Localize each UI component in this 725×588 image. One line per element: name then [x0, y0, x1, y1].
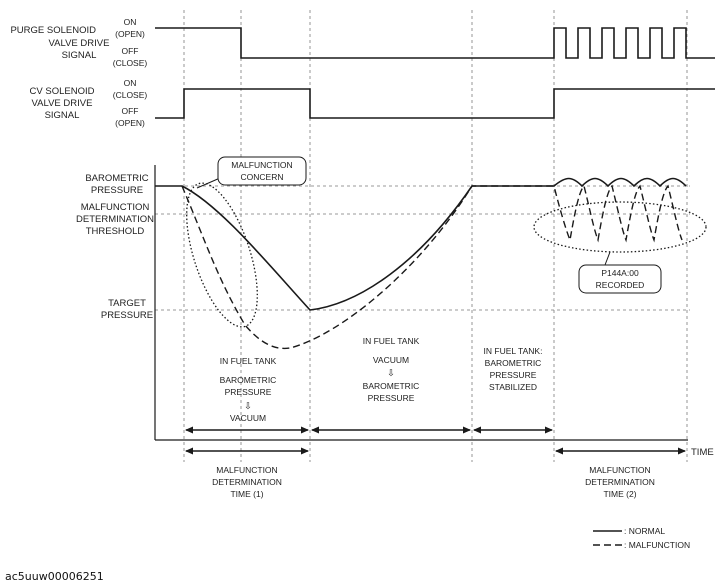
recorded-text-1: P144A:00: [601, 268, 639, 278]
legend-normal: : NORMAL: [624, 526, 665, 536]
phase-1-description: IN FUEL TANK BAROMETRIC PRESSURE ⇩ VACUU…: [220, 356, 277, 423]
svg-text:VACUUM: VACUUM: [230, 413, 266, 423]
target-label-1: TARGET: [108, 298, 146, 309]
pressure-level-labels: BAROMETRIC PRESSURE MALFUNCTION DETERMIN…: [76, 173, 154, 321]
svg-text:IN FUEL TANK: IN FUEL TANK: [220, 356, 277, 366]
svg-text:MALFUNCTION: MALFUNCTION: [589, 465, 650, 475]
recorded-text-2: RECORDED: [596, 280, 645, 290]
axes: TIME: [154, 165, 714, 458]
phase-2-description: IN FUEL TANK VACUUM ⇩ BAROMETRIC PRESSUR…: [363, 336, 420, 403]
svg-text:PRESSURE: PRESSURE: [225, 387, 272, 397]
barometric-label-1: BAROMETRIC: [85, 173, 148, 184]
barometric-label-2: PRESSURE: [91, 185, 143, 196]
malfunction-concern-ellipse: [186, 182, 258, 328]
time-axis-label: TIME: [691, 447, 714, 458]
cv-signal-name-2: VALVE DRIVE: [32, 98, 93, 109]
svg-text:IN FUEL TANK:: IN FUEL TANK:: [484, 346, 543, 356]
svg-text:DETERMINATION: DETERMINATION: [212, 477, 282, 487]
purge-signal-name-1: PURGE SOLENOID: [10, 25, 96, 36]
purge-signal-name-2: VALVE DRIVE: [49, 38, 110, 49]
malfunction-pressure-curve: [181, 184, 683, 350]
svg-text:⇩: ⇩: [244, 401, 252, 412]
cv-off-sub-label: (OPEN): [115, 118, 145, 128]
purge-on-sub-label: (OPEN): [115, 29, 145, 39]
svg-text:⇩: ⇩: [387, 368, 395, 379]
cv-solenoid-signal: CV SOLENOID VALVE DRIVE SIGNAL ON (CLOSE…: [30, 78, 715, 128]
svg-text:DETERMINATION: DETERMINATION: [585, 477, 655, 487]
cv-signal-name-3: SIGNAL: [45, 110, 80, 121]
determination-time-2-label: MALFUNCTION DETERMINATION TIME (2): [585, 465, 655, 499]
svg-text:PRESSURE: PRESSURE: [368, 393, 415, 403]
legend-malfunction: : MALFUNCTION: [624, 540, 690, 550]
threshold-label-2: DETERMINATION: [76, 214, 154, 225]
purge-signal-trace: [155, 27, 715, 59]
normal-pressure-curve: [155, 177, 687, 311]
svg-text:VACUUM: VACUUM: [373, 355, 409, 365]
svg-text:MALFUNCTION: MALFUNCTION: [216, 465, 277, 475]
document-code: ac5uuw00006251: [5, 570, 104, 583]
concern-text-2: CONCERN: [241, 172, 284, 182]
cv-on-label: ON: [124, 78, 137, 88]
purge-off-label: OFF: [122, 46, 139, 56]
dtc-recorded-callout: P144A:00 RECORDED: [578, 251, 662, 294]
phase-span-arrows: [185, 426, 686, 455]
pressure-reference-lines: [155, 185, 690, 311]
concern-text-1: MALFUNCTION: [231, 160, 292, 170]
threshold-label-1: MALFUNCTION: [81, 202, 150, 213]
cv-off-label: OFF: [122, 106, 139, 116]
cv-signal-name-1: CV SOLENOID: [30, 86, 95, 97]
purge-solenoid-signal: PURGE SOLENOID VALVE DRIVE SIGNAL ON (OP…: [10, 17, 715, 68]
purge-on-label: ON: [124, 17, 137, 27]
svg-text:BAROMETRIC: BAROMETRIC: [363, 381, 420, 391]
svg-text:IN FUEL TANK: IN FUEL TANK: [363, 336, 420, 346]
svg-text:STABILIZED: STABILIZED: [489, 382, 537, 392]
target-label-2: PRESSURE: [101, 310, 153, 321]
recorded-region-ellipse: [533, 201, 707, 253]
cv-on-sub-label: (CLOSE): [113, 90, 148, 100]
purge-signal-name-3: SIGNAL: [62, 50, 97, 61]
cv-signal-trace: [155, 88, 715, 119]
phase-3-description: IN FUEL TANK: BAROMETRIC PRESSURE STABIL…: [484, 346, 543, 392]
svg-text:BAROMETRIC: BAROMETRIC: [485, 358, 542, 368]
determination-time-1-label: MALFUNCTION DETERMINATION TIME (1): [212, 465, 282, 499]
purge-off-sub-label: (CLOSE): [113, 58, 148, 68]
legend: : NORMAL : MALFUNCTION: [593, 526, 690, 550]
svg-text:PRESSURE: PRESSURE: [490, 370, 537, 380]
svg-text:TIME (2): TIME (2): [603, 489, 636, 499]
svg-text:TIME (1): TIME (1): [230, 489, 263, 499]
malfunction-concern-callout: MALFUNCTION CONCERN: [196, 156, 307, 189]
svg-text:BAROMETRIC: BAROMETRIC: [220, 375, 277, 385]
threshold-label-3: THRESHOLD: [86, 226, 145, 237]
